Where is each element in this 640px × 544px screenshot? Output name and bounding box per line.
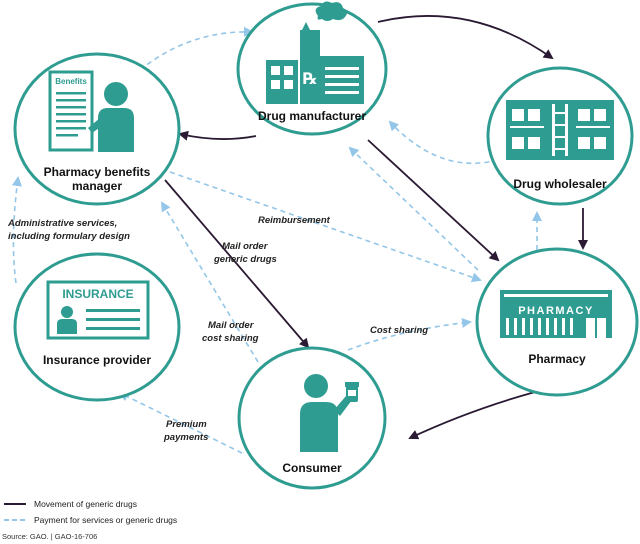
node-label-manufacturer: Drug manufacturer xyxy=(258,109,366,123)
flow-label-mail-generic-line1: Mail order xyxy=(222,241,269,252)
warehouse-shelves-icon xyxy=(506,100,614,160)
node-pharmacy: PHARMACY Pharmacy xyxy=(475,247,639,397)
node-label-wholesaler: Drug wholesaler xyxy=(513,177,607,191)
node-label-consumer: Consumer xyxy=(282,461,342,475)
flow-label-mail-cost-line1: Mail order xyxy=(208,320,255,331)
flow-label-admin-line2: including formulary design xyxy=(8,231,130,242)
arrow-consumer-to-pbm xyxy=(160,201,259,363)
arrow-consumer-to-insurance xyxy=(118,392,243,454)
rx-symbol: ℞ xyxy=(303,69,317,88)
flow-label-mail-cost-line2: cost sharing xyxy=(202,333,259,344)
person-with-pill-bottle-icon xyxy=(300,374,359,452)
arrow-pbm-to-consumer xyxy=(164,179,310,349)
source-note: Source: GAO. | GAO-16-706 xyxy=(2,532,97,541)
pharmacy-storefront-icon: PHARMACY xyxy=(500,290,612,338)
arrow-insurance-to-pbm xyxy=(12,176,22,284)
arrow-consumer-to-pharmacy xyxy=(347,317,472,351)
node-label-pbm-line2: manager xyxy=(72,179,122,193)
node-drug-manufacturer: ℞ Drug manufacturer xyxy=(236,1,388,136)
node-pharmacy-benefits-manager: Benefits Pharmacy benefits manager xyxy=(13,52,181,206)
arrow-manufacturer-to-wholesaler xyxy=(377,15,554,60)
arrow-pbm-to-pharmacy xyxy=(169,171,482,283)
arrow-manufacturer-to-pbm xyxy=(178,130,257,141)
flow-label-admin-line1: Administrative services, xyxy=(7,218,117,229)
flow-label-premium-line2: payments xyxy=(163,432,208,443)
legend-solid-label: Movement of generic drugs xyxy=(34,499,137,509)
arrow-manufacturer-to-pharmacy xyxy=(367,139,500,262)
node-consumer: Consumer xyxy=(237,346,387,490)
insurance-card-icon: INSURANCE xyxy=(46,280,150,340)
flow-label-premium-line1: Premium xyxy=(166,419,207,430)
arrow-wholesaler-to-manufacturer xyxy=(388,120,499,165)
benefits-document-icon: Benefits xyxy=(48,70,94,152)
flow-labels: Administrative services, including formu… xyxy=(7,215,428,443)
flow-label-cost-sharing: Cost sharing xyxy=(370,325,428,336)
node-insurance-provider: INSURANCE Insurance provider xyxy=(13,252,181,402)
node-label-insurance: Insurance provider xyxy=(43,353,151,367)
benefits-doc-label: Benefits xyxy=(55,77,87,86)
flow-label-reimbursement: Reimbursement xyxy=(258,215,331,226)
arrow-pharmacy-to-consumer xyxy=(408,391,536,440)
node-label-pbm-line1: Pharmacy benefits xyxy=(44,165,151,179)
node-label-pharmacy: Pharmacy xyxy=(528,352,586,366)
person-icon xyxy=(88,82,134,152)
pharmacy-sign: PHARMACY xyxy=(518,305,594,317)
arrow-pharmacy-to-manufacturer xyxy=(348,146,479,271)
insurance-card-label: INSURANCE xyxy=(62,287,133,301)
arrow-pbm-to-manufacturer xyxy=(139,26,254,71)
legend: Movement of generic drugs Payment for se… xyxy=(4,499,177,525)
flow-label-mail-generic-line2: generic drugs xyxy=(213,254,277,265)
legend-dashed-label: Payment for services or generic drugs xyxy=(34,515,177,525)
node-drug-wholesaler: Drug wholesaler xyxy=(486,66,634,206)
